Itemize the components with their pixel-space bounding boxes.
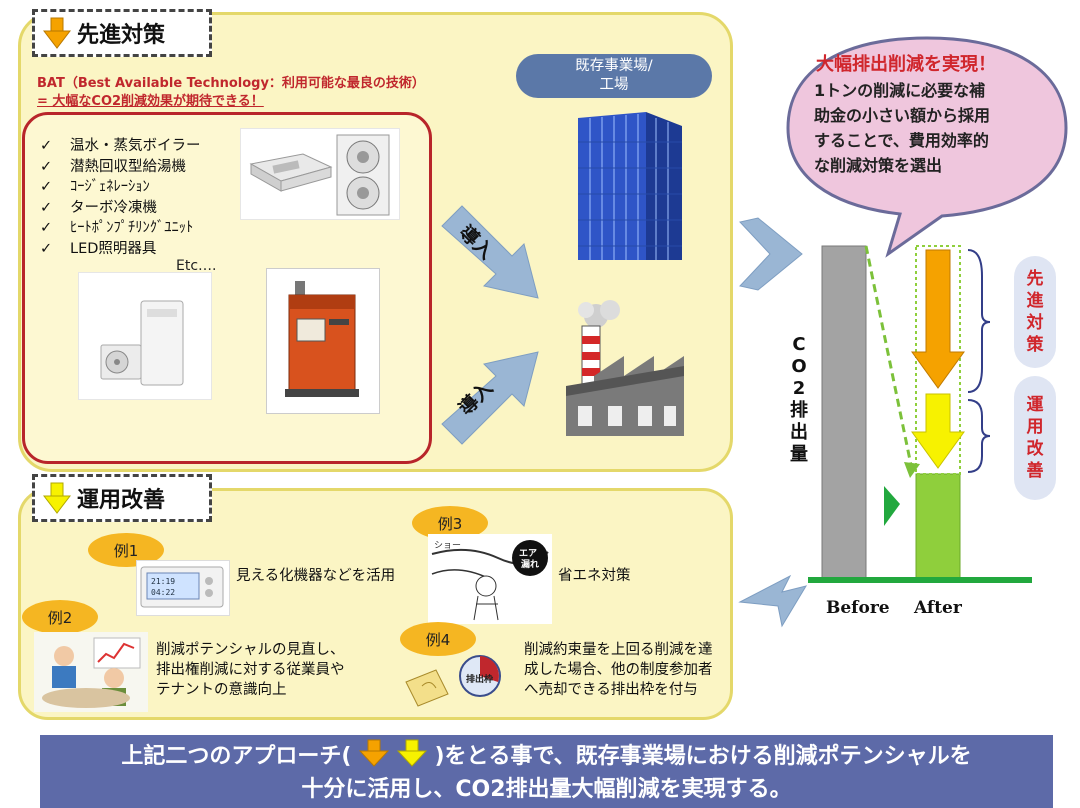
checkmark-icon: ✓ [40, 240, 53, 257]
bracket-advanced [967, 249, 991, 393]
orange-down-arrow-icon [43, 17, 71, 49]
checkmark-icon: ✓ [40, 220, 53, 236]
boiler-image [266, 268, 380, 414]
checkmark-icon: ✓ [40, 138, 53, 154]
arrow-advanced [911, 249, 965, 389]
operational-improvement-title: 運用改善 [77, 488, 166, 513]
allowance-label: 排出枠 [466, 673, 493, 685]
bubble-body: 1トンの削減に必要な補 助金の小さい額から採用 することで、費用効率的 な削減対… [814, 78, 990, 178]
list-item: ✓ターボ冷凍機 [40, 198, 201, 219]
conclusion-line2: 十分に活用し、CO2排出量大幅削減を実現する。 [301, 777, 792, 802]
air-conditioner-image [240, 128, 400, 220]
conclusion-banner: 上記二つのアプローチ( )をとる事で、既存事業場における削減ポテンシャルを 十分… [40, 735, 1053, 808]
example-3-text: 省エネ対策 [558, 568, 631, 584]
meter-readout-bottom: 04:22 [151, 588, 175, 597]
yellow-down-arrow-icon [43, 482, 71, 514]
example-1-text: 見える化機器などを活用 [236, 568, 396, 584]
operational-improvement-tag: 運用改善 [32, 474, 212, 522]
checkmark-icon: ✓ [40, 199, 53, 216]
example-4-line: 成した場合、他の制度参加者 [524, 662, 713, 678]
introduction-arrow-lower [441, 351, 539, 445]
conclusion-line1: 上記二つのアプローチ( )をとる事で、既存事業場における削減ポテンシャルを [40, 739, 1053, 773]
checkmark-icon: ✓ [40, 158, 53, 175]
reduction-trend-line [864, 245, 914, 471]
advanced-measures-title: 先進対策 [77, 23, 166, 48]
bat-definition: BAT（Best Available Technology：利用可能な最良の技術… [37, 76, 425, 91]
example-2-line: テナントの意識向上 [156, 682, 287, 698]
bracket-label-operational: 運用改善 [1014, 376, 1056, 500]
conclusion-line1-end: )をとる事で、既存事業場における削減ポテンシャルを [434, 744, 972, 769]
x-label-after: After [914, 598, 962, 618]
bubble-title: 大幅排出削減を実現！ [816, 54, 996, 75]
example-1-badge: 例1 [88, 533, 164, 567]
advanced-measures-tag: 先進対策 [32, 9, 212, 57]
flow-arrow-top [739, 217, 803, 291]
energy-monitor-image: 21:19 04:22 [136, 560, 230, 616]
example-2-badge: 例2 [22, 600, 98, 634]
reduction-trend-arrowhead [904, 462, 920, 478]
emission-allowance-image: 排出枠 [402, 652, 508, 708]
bar-before [821, 245, 867, 581]
bubble-line: 助金の小さい額から採用 [814, 106, 991, 125]
example-4-line: へ売却できる排出枠を付与 [524, 682, 698, 698]
facility-label-line2: 工場 [599, 77, 629, 93]
conclusion-line1-start: 上記二つのアプローチ( [121, 744, 352, 769]
x-label-before: Before [826, 598, 890, 618]
bar-after [915, 473, 961, 581]
orange-down-arrow-icon [358, 739, 390, 767]
bracket-label-advanced-text: 先進対策 [1026, 269, 1044, 355]
arrow-operational [911, 393, 965, 469]
meeting-image [34, 632, 148, 712]
yellow-down-arrow-icon [396, 739, 427, 767]
meter-readout-top: 21:19 [151, 577, 175, 586]
air-leak-cartoon-image: ショー エア 漏れ [428, 534, 552, 624]
bat-effect: = 大幅なCO2削減効果が期待できる！ [37, 94, 264, 109]
list-item: ✓ｺｰｼﾞｪﾈﾚｰｼｮﾝ [40, 177, 201, 198]
list-item: ✓温水・蒸気ボイラー [40, 136, 201, 157]
bubble-line: することで、費用効率的 [814, 131, 989, 150]
introduction-arrow-upper [441, 205, 539, 299]
bubble-line: な削減対策を選出 [814, 156, 943, 175]
speech-bubble [786, 36, 1068, 258]
list-item: ✓潜熱回収型給湯機 [40, 157, 201, 178]
green-marker [884, 486, 900, 526]
example-2-line: 排出権削減に対する従業員や [156, 662, 345, 678]
bracket-label-operational-text: 運用改善 [1026, 395, 1044, 481]
checkmark-icon: ✓ [40, 179, 53, 195]
example-4-badge: 例4 [400, 622, 476, 656]
example-2-text: 削減ポテンシャルの見直し、 排出権削減に対する従業員や テナントの意識向上 [156, 640, 345, 700]
bubble-line: 1トンの削減に必要な補 [814, 81, 986, 100]
example-4-text: 削減約束量を上回る削減を達 成した場合、他の制度参加者 へ売却できる排出枠を付与 [524, 640, 713, 700]
reduction-outline [915, 245, 961, 475]
example-4-line: 削減約束量を上回る削減を達 [524, 642, 713, 658]
etc-label: Etc…. [176, 258, 217, 274]
office-building-image [550, 112, 692, 262]
list-item: ✓LED照明器具 [40, 239, 201, 260]
existing-facility-label: 既存事業場/ 工場 [516, 54, 712, 98]
example-2-line: 削減ポテンシャルの見直し、 [156, 642, 345, 658]
air-leak-text-1: エア [519, 548, 537, 559]
air-leak-text-2: 漏れ [521, 558, 539, 570]
bracket-label-advanced: 先進対策 [1014, 256, 1056, 368]
flow-arrow-bottom [738, 574, 808, 628]
cartoon-caption: ショー [434, 541, 461, 551]
bracket-operational [967, 399, 991, 473]
heat-pump-water-heater-image [78, 272, 212, 400]
facility-label-line1: 既存事業場/ [575, 58, 653, 74]
bat-equipment-list: ✓温水・蒸気ボイラー ✓潜熱回収型給湯機 ✓ｺｰｼﾞｪﾈﾚｰｼｮﾝ ✓ターボ冷凍… [40, 136, 201, 259]
list-item: ✓ﾋｰﾄﾎﾟﾝﾌﾟﾁﾘﾝｸﾞﾕﾆｯﾄ [40, 218, 201, 239]
factory-image [556, 296, 694, 444]
co2-emissions-chart [808, 245, 1032, 583]
